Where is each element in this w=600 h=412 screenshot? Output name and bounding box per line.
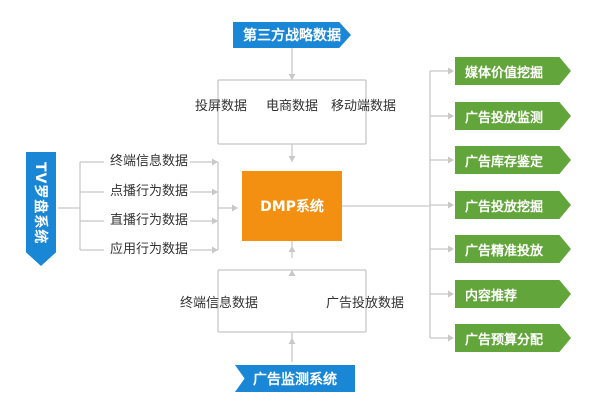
dmp-system-box: DMP系统 (242, 171, 342, 241)
top-data-label-mobile: 移动端数据 (331, 99, 397, 114)
connector-arrowhead-7 (288, 156, 296, 162)
tv-compass-system-label: TV罗盘系统 (32, 161, 48, 245)
output-ad-delivery-mining: 广告投放挖掘 (455, 191, 571, 219)
left-data-label-live-behavior: 直播行为数据 (110, 213, 189, 228)
connector-arrowhead-26 (288, 246, 296, 252)
connector-arrowhead-40 (448, 112, 454, 120)
tv-compass-system-banner: TV罗盘系统 (26, 152, 56, 266)
top-data-label-screencast: 投屏数据 (195, 99, 248, 114)
bottom-data-label-ad-delivery: 广告投放数据 (326, 296, 405, 311)
top-data-label-ecommerce: 电商数据 (266, 99, 319, 114)
connector-arrowhead-46 (448, 245, 454, 253)
connector-arrowhead-50 (448, 334, 454, 342)
connector-arrowhead-48 (448, 290, 454, 298)
output-ad-precision-delivery: 广告精准投放 (455, 235, 571, 263)
connector-arrowhead-42 (448, 156, 454, 164)
connector-arrowhead-38 (448, 67, 454, 75)
connector-arrowhead-24 (232, 204, 238, 212)
connector-arrowhead-34 (288, 338, 296, 344)
connector-arrowhead-32 (288, 270, 296, 276)
output-ad-budget-allocation: 广告预算分配 (455, 324, 571, 352)
connector-arrowhead-18 (212, 217, 218, 225)
left-data-label-terminal-info: 终端信息数据 (110, 154, 189, 169)
left-data-label-app-behavior: 应用行为数据 (110, 242, 189, 257)
connector-arrowhead-44 (448, 201, 454, 209)
connector-arrowhead-15 (212, 188, 218, 196)
bottom-data-label-terminal-info: 终端信息数据 (180, 296, 259, 311)
output-media-value-mining: 媒体价值挖掘 (455, 57, 571, 85)
connector-arrowhead-1 (288, 74, 296, 80)
connector-arrowhead-21 (212, 246, 218, 254)
third-party-strategy-data-banner: 第三方战略数据 (233, 22, 351, 48)
output-ad-delivery-monitoring: 广告投放监测 (455, 102, 571, 130)
connector-arrowhead-12 (212, 158, 218, 166)
output-content-recommendation: 内容推荐 (455, 280, 571, 308)
output-ad-inventory-appraisal: 广告库存鉴定 (455, 146, 571, 174)
left-data-label-vod-behavior: 点播行为数据 (110, 184, 189, 199)
ad-monitoring-system-banner: 广告监测系统 (235, 365, 355, 392)
